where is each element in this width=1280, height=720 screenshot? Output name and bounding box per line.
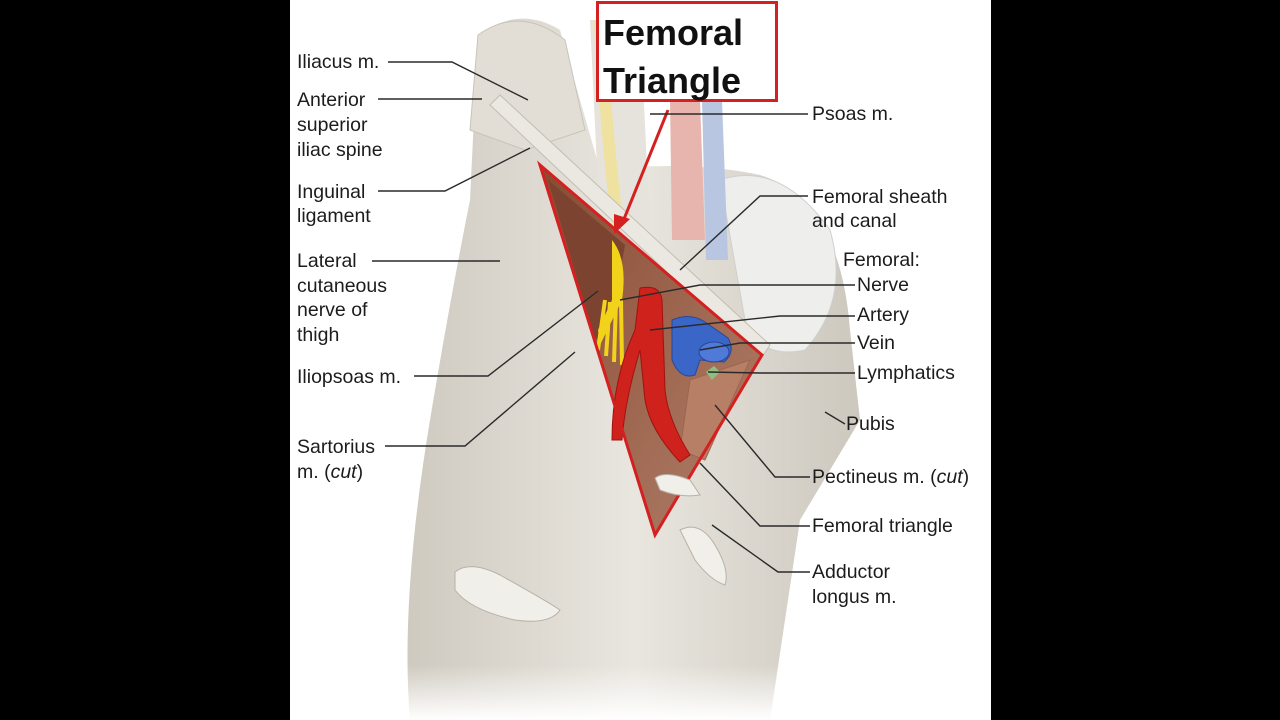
- label-adductor-2: longus m.: [812, 586, 897, 608]
- label-sartorius-2b: cut: [330, 461, 357, 483]
- label-pectineus-a: Pectineus m. (: [812, 466, 937, 488]
- label-femoral-triangle: Femoral triangle: [812, 515, 953, 537]
- label-lcn-2: cutaneous: [297, 275, 387, 297]
- label-lymphatics: Lymphatics: [857, 362, 955, 384]
- label-sheath-1: Femoral sheath: [812, 186, 948, 208]
- label-inguinal-1: Inguinal: [297, 181, 366, 203]
- label-pectineus-c: ): [962, 466, 970, 488]
- label-nerve: Nerve: [857, 274, 910, 296]
- label-sartorius-2c: ): [356, 461, 364, 483]
- femoral-triangle-callout: Femoral Triangle: [596, 1, 778, 102]
- label-pubis: Pubis: [846, 413, 895, 435]
- femoral-triangle-outline: [537, 160, 764, 539]
- label-artery: Artery: [857, 304, 910, 326]
- label-lcn-4: thigh: [297, 324, 340, 346]
- label-asis-3: iliac spine: [297, 139, 383, 161]
- label-sartorius-1: Sartorius: [297, 436, 376, 458]
- label-vein: Vein: [857, 332, 895, 354]
- femoral-nerve: [598, 240, 624, 345]
- upper-vein: [702, 100, 728, 260]
- label-sartorius-2: m. (cut): [297, 460, 363, 485]
- label-adductor-1: Adductor: [812, 561, 891, 583]
- label-pectineus-b: cut: [936, 466, 963, 488]
- iliacus-muscle: [469, 20, 586, 151]
- label-inguinal-2: ligament: [297, 205, 371, 227]
- label-lcn-1: Lateral: [297, 250, 357, 272]
- label-sartorius-2a: m. (: [297, 461, 331, 483]
- label-iliacus: Iliacus m.: [297, 51, 380, 73]
- callout-line-2: Triangle: [603, 60, 742, 101]
- femoral-artery: [611, 286, 691, 463]
- label-iliopsoas: Iliopsoas m.: [297, 366, 402, 388]
- callout-line-1: Femoral: [603, 12, 744, 53]
- label-sheath-2: and canal: [812, 210, 897, 232]
- iliopsoas-in-triangle: [548, 180, 625, 340]
- label-lcn-3: nerve of: [297, 299, 368, 321]
- lymphatics: [706, 366, 720, 380]
- label-pectineus: Pectineus m. (cut): [812, 465, 969, 490]
- callout-arrow: [620, 109, 670, 225]
- label-asis-1: Anterior: [297, 89, 366, 111]
- pectineus-muscle: [679, 359, 751, 461]
- upper-artery: [670, 100, 705, 240]
- label-femoral-header: Femoral:: [843, 249, 920, 271]
- label-asis-2: superior: [297, 114, 368, 136]
- label-psoas: Psoas m.: [812, 103, 894, 125]
- leader-lines: [372, 61, 855, 573]
